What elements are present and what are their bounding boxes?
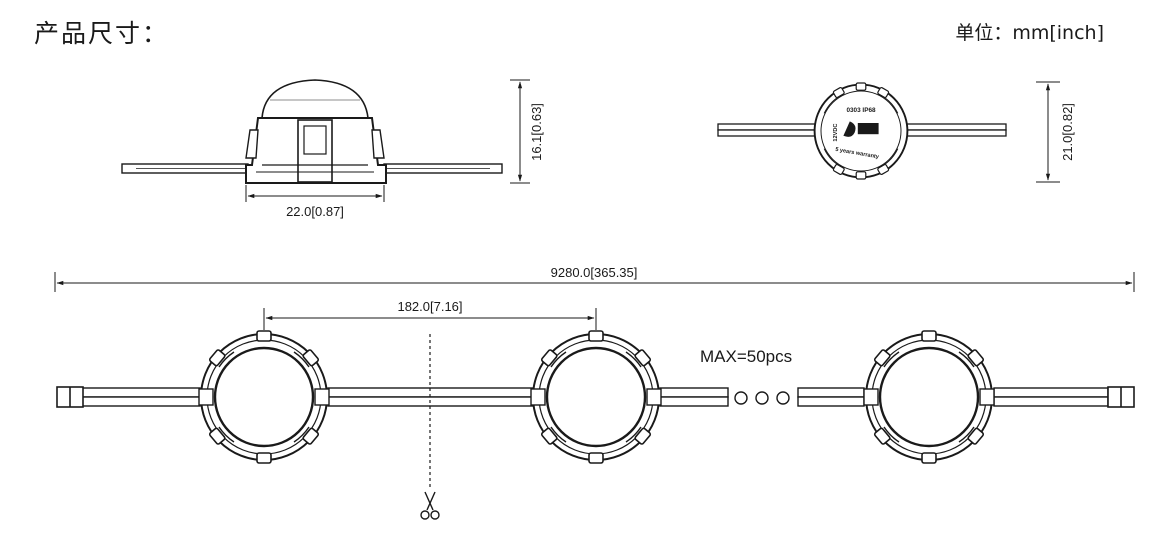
scissors-icon — [420, 491, 440, 520]
brand-logo-block — [857, 123, 879, 135]
side-width-dimension: 22.0[0.87] — [286, 204, 344, 219]
led-module-2 — [529, 329, 663, 465]
string-view: 9280.0[365.35] 182.0[7.16] — [54, 265, 1135, 520]
unit-label: 单位：mm[inch] — [955, 22, 1104, 44]
total-length-dimension: 9280.0[365.35] — [551, 265, 638, 280]
pitch-dimension: 182.0[7.16] — [397, 299, 462, 314]
led-module-last — [862, 329, 996, 465]
led-module-1 — [197, 329, 331, 465]
side-view: 22.0[0.87] 16.1[0.63] — [121, 79, 544, 219]
module-model-text: 0303 IP68 — [846, 107, 876, 114]
continuation-dots — [734, 391, 790, 405]
top-height-dimension: 21.0[0.82] — [1060, 103, 1075, 161]
max-quantity-label: MAX=50pcs — [700, 347, 792, 366]
top-view: 0303 IP68 12VDC 5 years warranty 21.0[0.… — [717, 81, 1075, 183]
page-title: 产品尺寸： — [34, 19, 170, 48]
module-voltage-text: 12VDC — [833, 124, 839, 142]
brand-logo-icon — [843, 121, 856, 137]
side-height-dimension: 16.1[0.63] — [529, 103, 544, 161]
